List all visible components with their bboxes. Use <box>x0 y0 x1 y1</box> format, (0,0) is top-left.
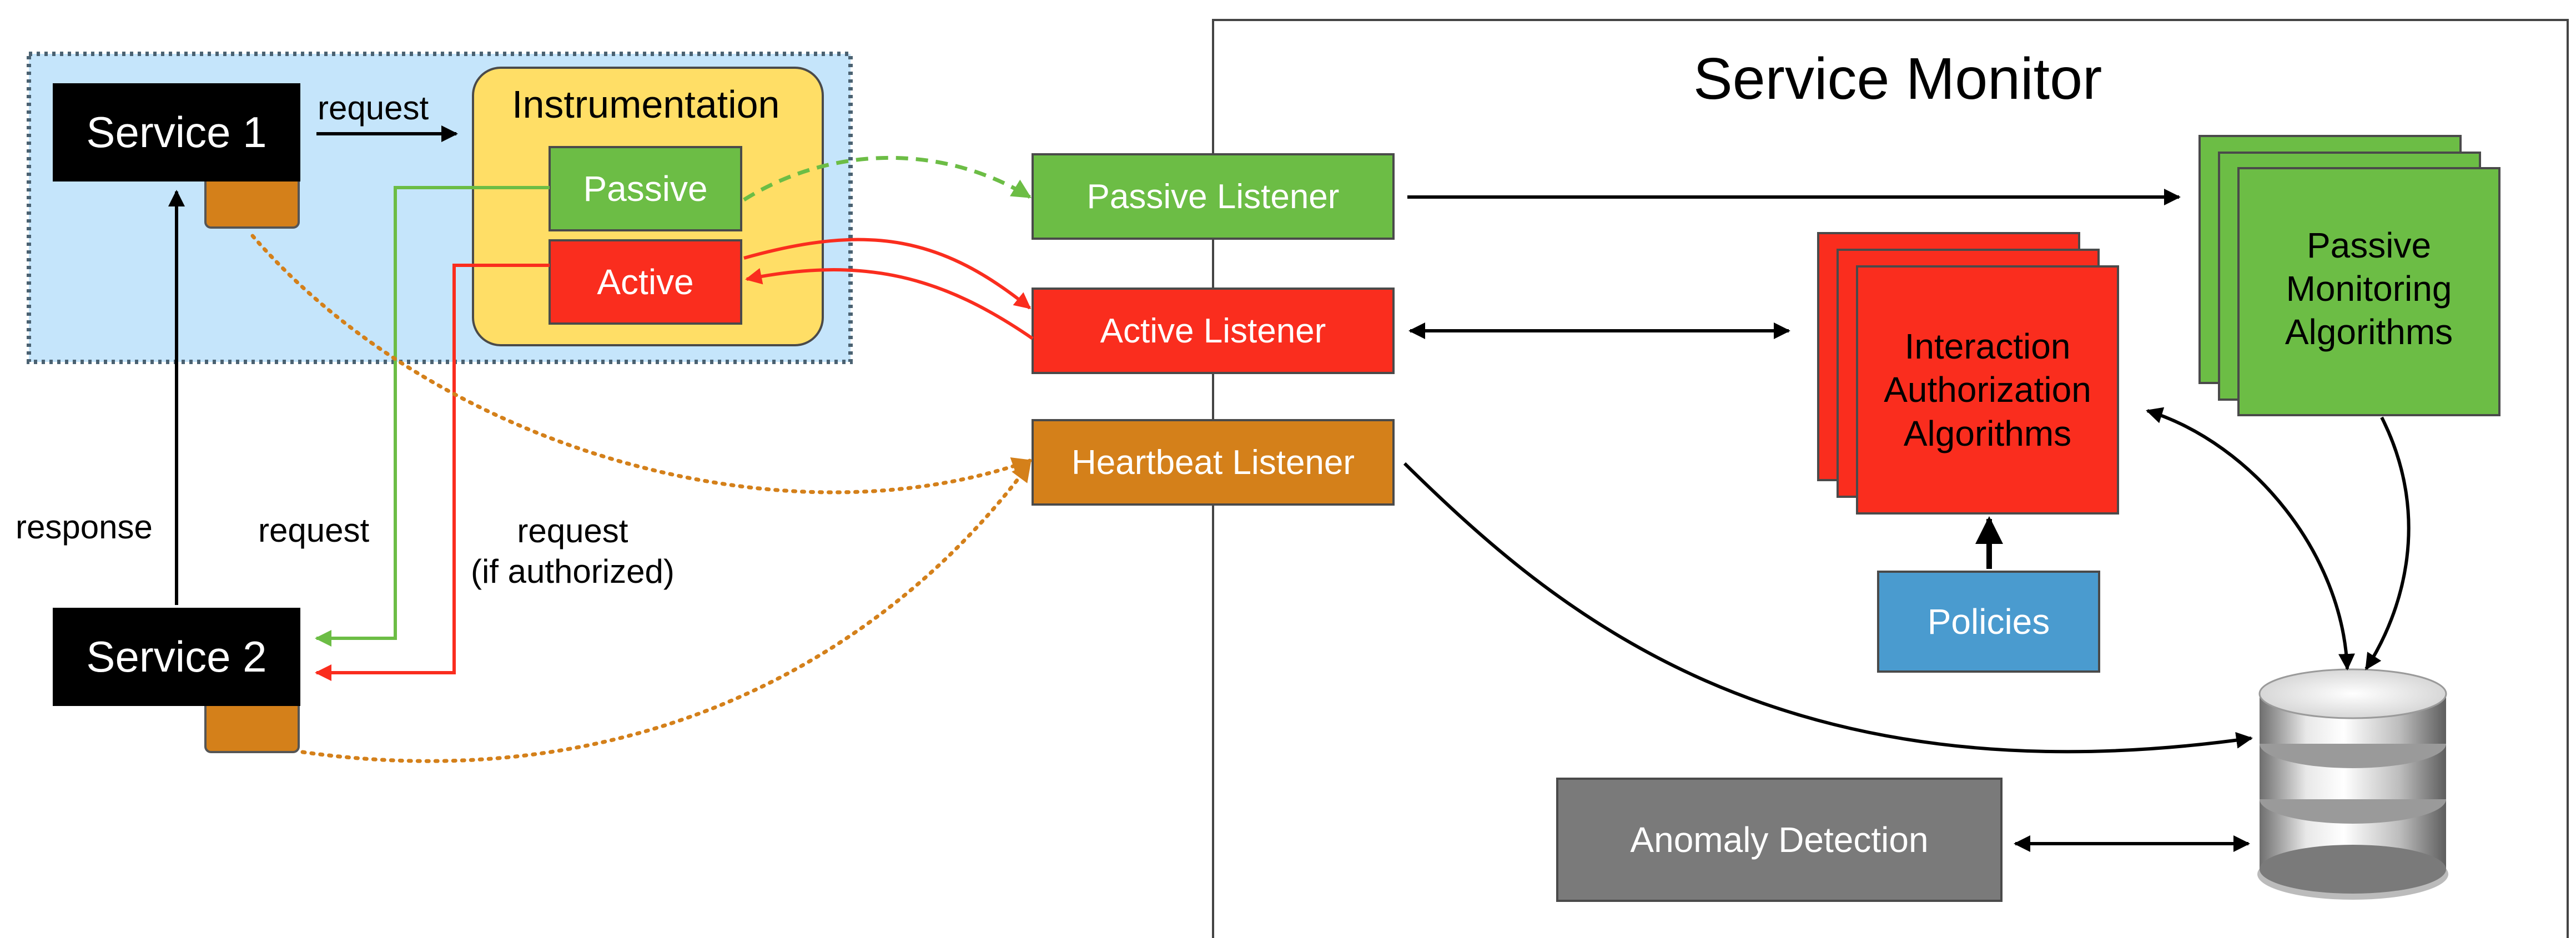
instrumentation-active-label: Active <box>597 262 694 302</box>
arrow-active-to-listener <box>743 238 1032 310</box>
service2-label: Service 2 <box>86 632 267 681</box>
arrow-heartbeat-service1 <box>250 234 1032 495</box>
arrow-interaction-database <box>2146 407 2355 670</box>
service1-label: Service 1 <box>86 108 267 157</box>
edge-label-response: response <box>16 508 153 546</box>
instrumentation-passive-label: Passive <box>583 169 708 209</box>
service2-box <box>53 608 300 706</box>
edge-label-request-green: request <box>258 512 370 549</box>
heartbeat-listener-label: Heartbeat Listener <box>1071 443 1355 482</box>
arrow-monitoring-to-database <box>2364 416 2411 670</box>
arrow-heartbeat-to-database <box>1403 462 2253 754</box>
instrumentation-title: Instrumentation <box>512 83 780 126</box>
policies-box <box>1877 571 2100 673</box>
edge-label-request-authorized: request (if authorized) <box>471 512 675 591</box>
interaction-stack-front <box>1856 265 2119 515</box>
arrow-passive-to-listener <box>743 155 1032 201</box>
passive-listener-box <box>1032 153 1395 240</box>
arrow-listener-to-active <box>745 268 1034 340</box>
active-listener-label: Active Listener <box>1100 311 1326 350</box>
policies-label: Policies <box>1927 602 2050 642</box>
active-listener-box <box>1032 288 1395 374</box>
page-title: Service Monitor <box>1693 46 2102 112</box>
anomaly-detection-label: Anomaly Detection <box>1630 820 1929 860</box>
service1-box <box>53 83 300 181</box>
arrow-heartbeat-service2 <box>300 461 1032 763</box>
instrumentation-active-box <box>549 239 742 325</box>
passive-monitoring-label: Passive Monitoring Algorithms <box>2285 225 2453 352</box>
arrow-passive-to-service2 <box>315 186 550 647</box>
passive-monitoring-stack-front <box>2237 167 2500 416</box>
instrumentation-passive-box <box>549 146 742 231</box>
heartbeat-listener-box <box>1032 419 1395 506</box>
edge-label-request-top: request <box>318 89 429 127</box>
anomaly-detection-box <box>1556 778 2003 902</box>
passive-listener-label: Passive Listener <box>1086 177 1340 216</box>
arrow-active-to-service2 <box>315 264 550 681</box>
interaction-authorization-label: Interaction Authorization Algorithms <box>1884 326 2091 453</box>
database-icon <box>2257 668 2448 900</box>
